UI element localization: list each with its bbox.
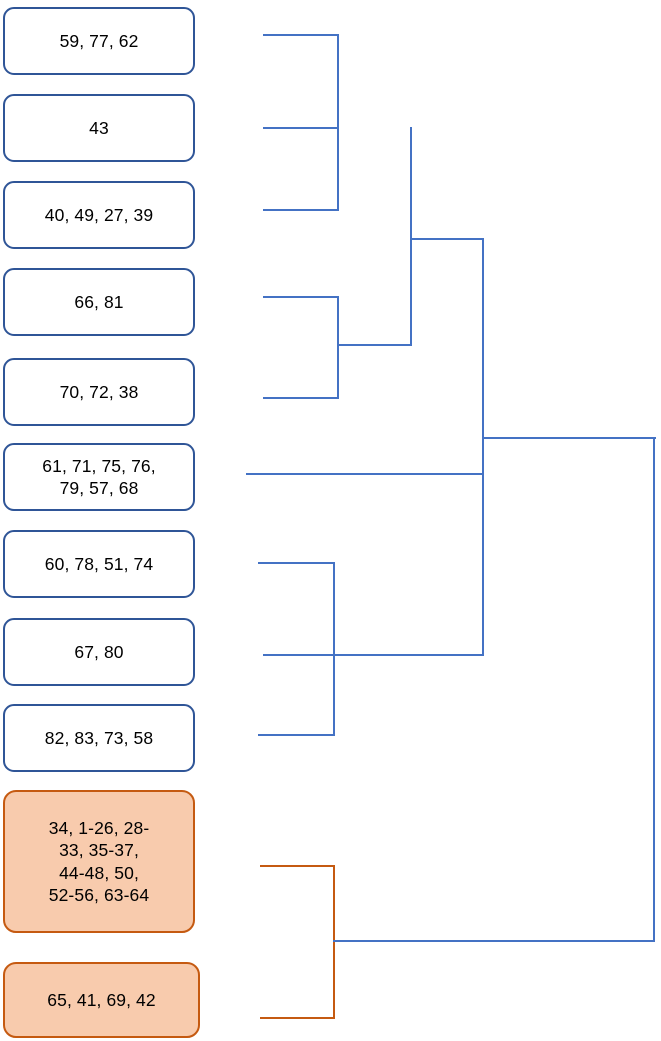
cluster-c-out xyxy=(333,654,484,656)
leaf-label-3: 40, 49, 27, 39 xyxy=(44,204,154,225)
leaf-box-2[interactable]: 43 xyxy=(3,94,195,162)
cluster-ab-out xyxy=(410,238,484,240)
leaf-box-1[interactable]: 59, 77, 62 xyxy=(3,7,195,75)
leaf-label-2: 43 xyxy=(89,117,109,138)
leaf-box-11[interactable]: 65, 41, 69, 42 xyxy=(3,962,200,1038)
leaf-2-stub xyxy=(263,127,339,129)
leaf-box-8[interactable]: 67, 80 xyxy=(3,618,195,686)
leaf-label-5: 70, 72, 38 xyxy=(59,381,139,402)
leaf-label-4: 66, 81 xyxy=(74,291,124,312)
leaf-1-stub xyxy=(263,34,339,36)
leaf-box-9[interactable]: 82, 83, 73, 58 xyxy=(3,704,195,772)
leaf-box-7[interactable]: 60, 78, 51, 74 xyxy=(3,530,195,598)
leaf-label-9: 82, 83, 73, 58 xyxy=(44,727,154,748)
upper-trunk-out xyxy=(482,437,656,439)
cluster-ab-vertical xyxy=(410,127,412,346)
upper-trunk-vertical xyxy=(482,238,484,656)
leaf-box-4[interactable]: 66, 81 xyxy=(3,268,195,336)
leaf-7-stub xyxy=(258,562,335,564)
cluster-b-out xyxy=(337,344,412,346)
leaf-3-stub xyxy=(263,209,339,211)
cluster-a-vertical xyxy=(337,34,339,211)
orange-cluster-out xyxy=(333,940,655,942)
leaf-label-8: 67, 80 xyxy=(74,641,124,662)
leaf-box-3[interactable]: 40, 49, 27, 39 xyxy=(3,181,195,249)
leaf-label-11: 65, 41, 69, 42 xyxy=(47,989,156,1010)
orange-leaf-11-stub xyxy=(260,1017,335,1019)
orange-cluster-vertical xyxy=(333,865,335,1019)
root-vertical xyxy=(653,437,655,942)
leaf-4-stub xyxy=(263,296,339,298)
leaf-label-7: 60, 78, 51, 74 xyxy=(44,553,154,574)
leaf-8-stub xyxy=(263,654,335,656)
leaf-5-stub xyxy=(263,397,339,399)
leaf-label-1: 59, 77, 62 xyxy=(59,30,139,51)
cluster-b-vertical xyxy=(337,296,339,399)
leaf-6-stub xyxy=(246,473,484,475)
cluster-c-vertical xyxy=(333,562,335,736)
leaf-box-5[interactable]: 70, 72, 38 xyxy=(3,358,195,426)
leaf-box-6[interactable]: 61, 71, 75, 76, 79, 57, 68 xyxy=(3,443,195,511)
leaf-box-10[interactable]: 34, 1-26, 28- 33, 35-37, 44-48, 50, 52-5… xyxy=(3,790,195,933)
leaf-9-stub xyxy=(258,734,335,736)
orange-leaf-10-stub xyxy=(260,865,335,867)
leaf-label-6: 61, 71, 75, 76, 79, 57, 68 xyxy=(42,455,156,498)
leaf-label-10: 34, 1-26, 28- 33, 35-37, 44-48, 50, 52-5… xyxy=(48,817,150,905)
